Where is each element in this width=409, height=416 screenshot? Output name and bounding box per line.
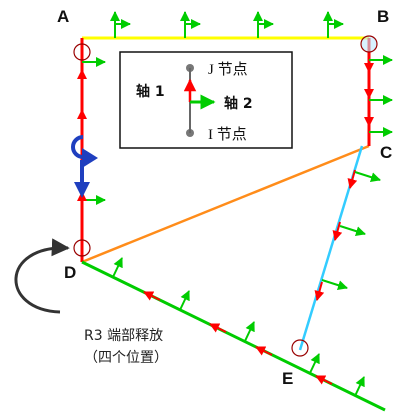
release-circle-a bbox=[73, 43, 91, 61]
node-label-d: D bbox=[64, 263, 76, 282]
member-de bbox=[81, 260, 386, 412]
member-dc bbox=[81, 144, 370, 264]
release-note-line1: R3 端部释放 bbox=[84, 328, 163, 344]
ad-local-axes bbox=[77, 57, 106, 210]
release-circle-b bbox=[360, 35, 378, 53]
release-circle-d bbox=[73, 239, 91, 257]
release-pointer-arrow bbox=[14, 238, 70, 314]
node-label-e: E bbox=[282, 369, 293, 388]
moment-release-symbol bbox=[71, 135, 98, 198]
ce-local-axes bbox=[314, 169, 381, 301]
release-circle-e bbox=[291, 339, 309, 357]
ab-local-axes bbox=[110, 11, 344, 38]
release-markers bbox=[73, 35, 378, 357]
node-label-a: A bbox=[57, 7, 69, 26]
node-label-c: C bbox=[380, 143, 392, 162]
legend-j-node-label: J 节点 bbox=[208, 61, 248, 78]
axis-legend: J 节点 I 节点 轴 1 轴 2 bbox=[119, 51, 293, 149]
legend-axis1-label: 轴 1 bbox=[136, 83, 165, 100]
legend-i-node-label: I 节点 bbox=[208, 126, 247, 143]
release-note-line2: （四个位置） bbox=[84, 350, 168, 366]
legend-box bbox=[119, 51, 293, 149]
de-local-axes bbox=[112, 257, 365, 397]
bc-local-axes bbox=[364, 52, 393, 137]
node-label-b: B bbox=[377, 7, 389, 26]
legend-axis2-label: 轴 2 bbox=[224, 95, 253, 112]
